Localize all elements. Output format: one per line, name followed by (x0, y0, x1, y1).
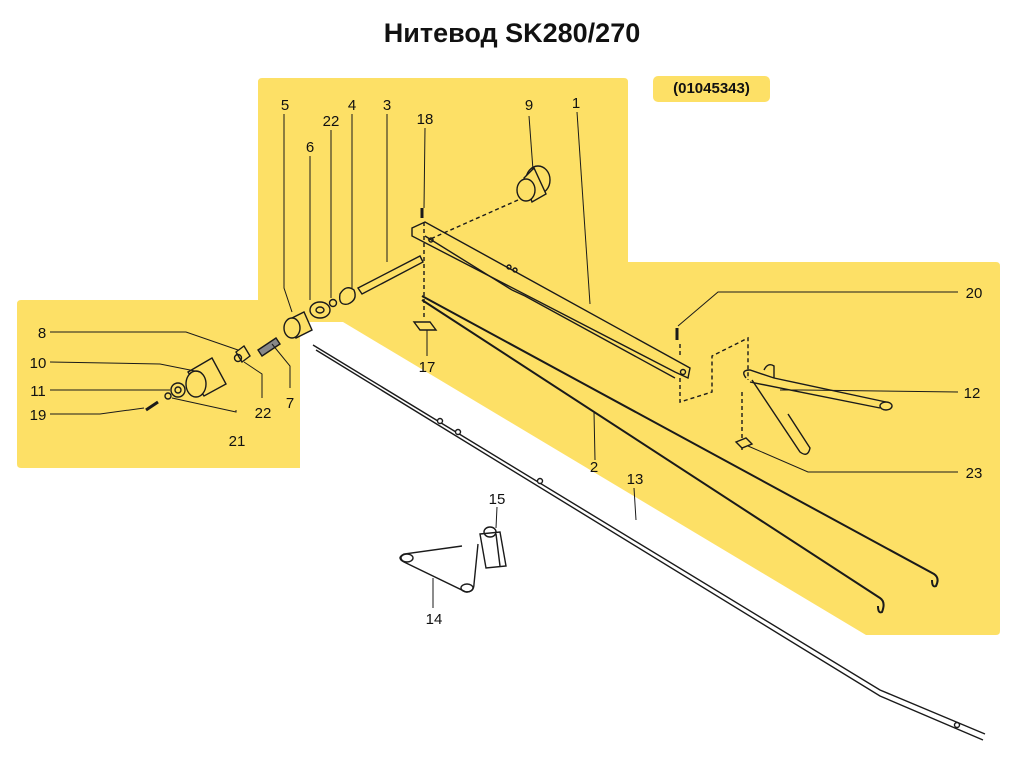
callout-8: 8 (38, 325, 46, 342)
callout-9: 9 (525, 97, 533, 114)
callout-6: 6 (306, 139, 314, 156)
callout-2: 2 (590, 459, 598, 476)
part-10-knob (185, 357, 227, 398)
part-17-plate (412, 321, 438, 331)
callout-21: 21 (229, 433, 246, 450)
part-3-shaft (356, 255, 424, 295)
callout-19: 19 (30, 407, 47, 424)
callout-18: 18 (417, 111, 434, 128)
callout-14: 14 (426, 611, 443, 628)
highlight-region-left (17, 300, 300, 468)
callout-5: 5 (281, 97, 289, 114)
part-19-screw (145, 400, 159, 412)
part-22-ring (328, 298, 338, 308)
callout-3: 3 (383, 97, 391, 114)
part-12-lever (743, 363, 893, 455)
part-4-cam (338, 287, 356, 305)
leader-lines (49, 111, 959, 608)
part-22-ring-lower (233, 353, 243, 363)
part-5-sleeve (283, 311, 313, 339)
callout-11: 11 (30, 383, 46, 400)
part-14-wire (399, 543, 479, 593)
highlight-region-main (258, 78, 1000, 635)
part-code-badge: (01045343) (653, 76, 770, 102)
callout-10: 10 (30, 355, 47, 372)
part-9-knob (427, 165, 551, 241)
part-15-clip (479, 526, 507, 569)
callout-12: 12 (964, 385, 981, 402)
part-2-rods (421, 295, 939, 614)
part-21-washer (164, 392, 172, 400)
callout-22-lower: 22 (255, 405, 272, 422)
callout-15: 15 (489, 491, 506, 508)
diagram-title: Нитевод SK280/270 (383, 18, 641, 48)
callout-4: 4 (348, 97, 356, 114)
part-6-washer (309, 301, 331, 319)
callout-1: 1 (572, 95, 580, 112)
part-11-nut (170, 382, 186, 398)
callout-17: 17 (419, 359, 436, 376)
part-7-spring (257, 337, 281, 357)
callout-23: 23 (966, 465, 983, 482)
part-23-plate (734, 437, 754, 449)
callout-13: 13 (627, 471, 644, 488)
callout-20: 20 (966, 285, 983, 302)
callout-7: 7 (286, 395, 294, 412)
callout-22-upper: 22 (323, 113, 340, 130)
part-8-plate (235, 344, 251, 364)
part-13-rod (312, 344, 986, 741)
